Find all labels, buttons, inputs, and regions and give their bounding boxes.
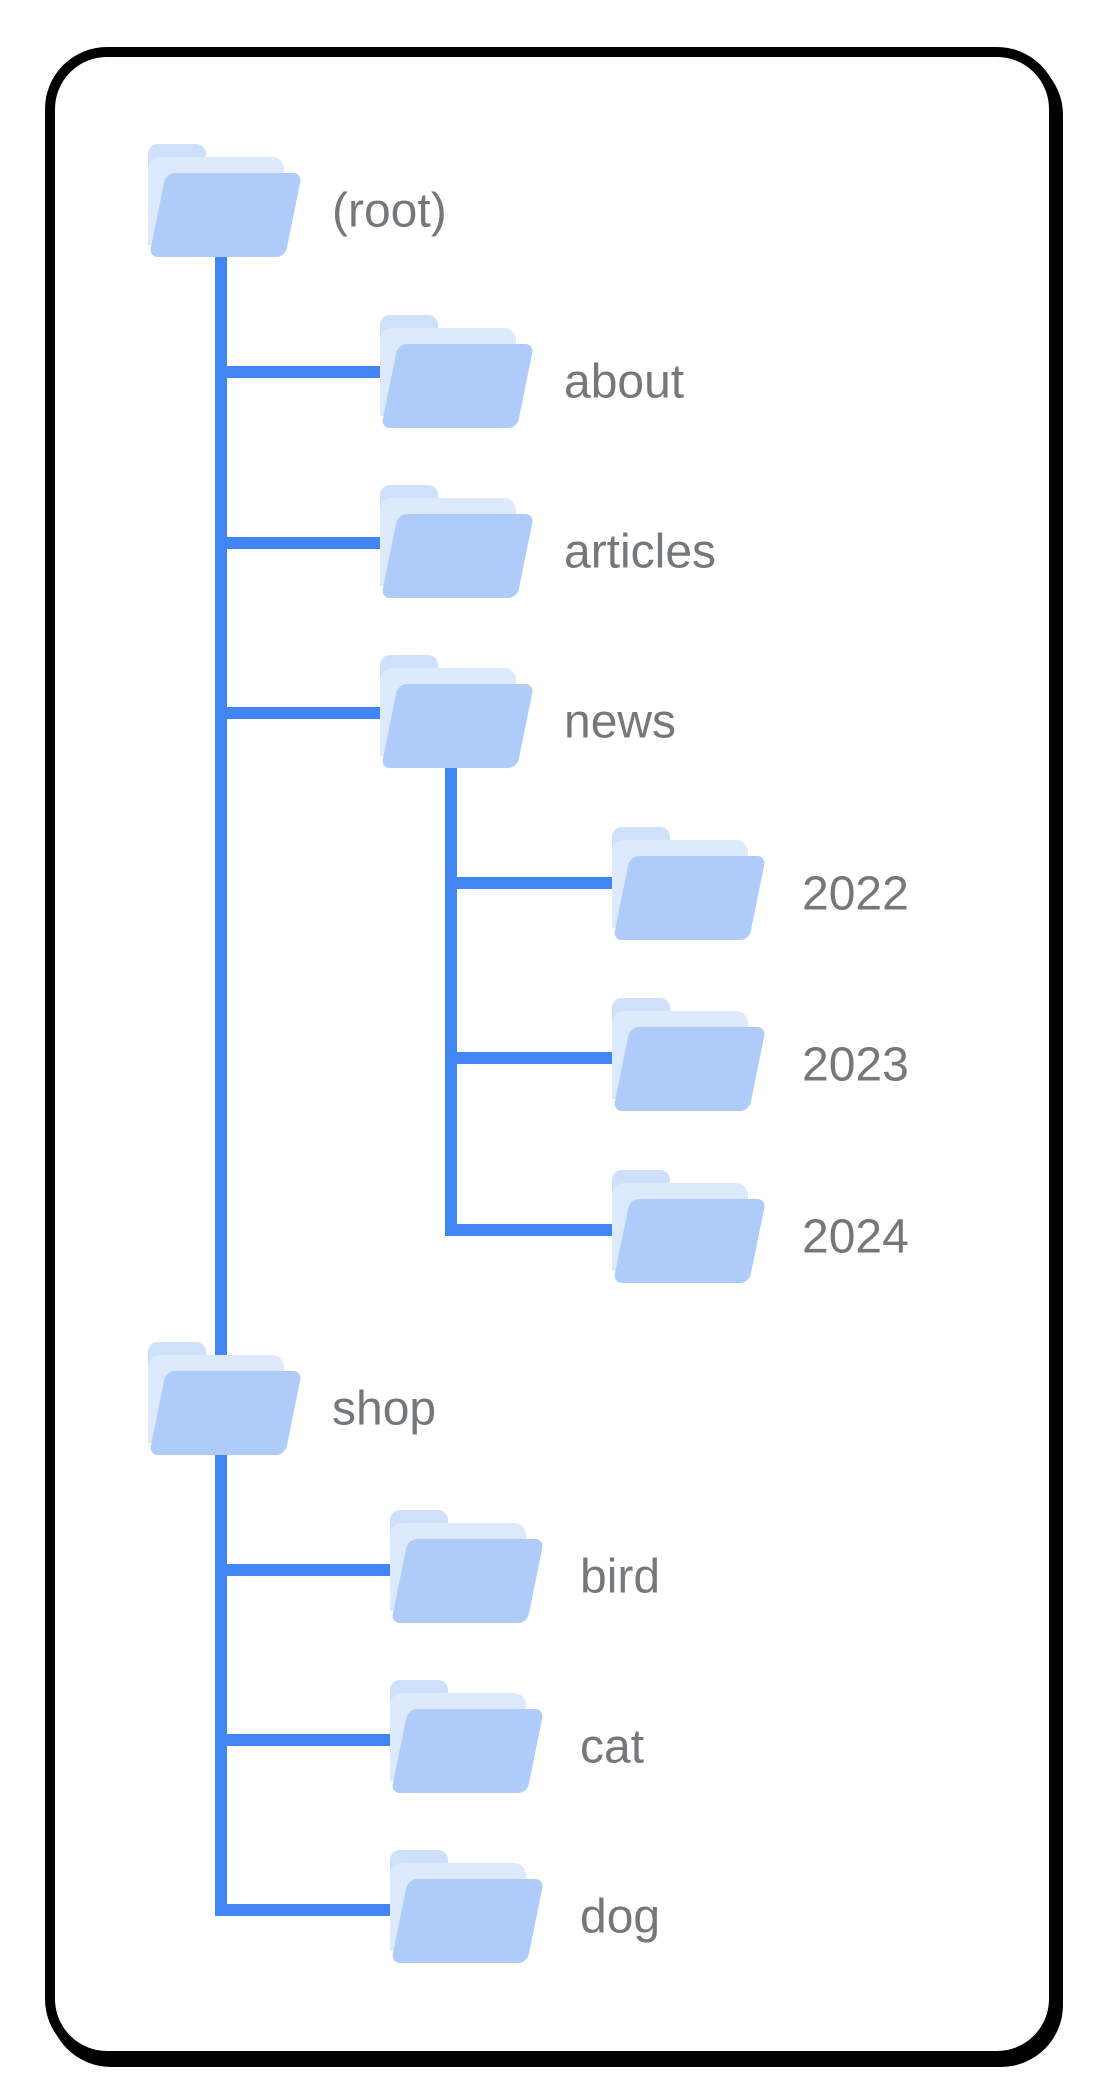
node-label-about: about <box>564 355 685 409</box>
folder-front <box>613 1199 767 1283</box>
folder-icon <box>612 998 767 1111</box>
connector-branch-news <box>215 707 391 719</box>
tree-node-2024: 2024 <box>612 1170 909 1283</box>
folder-icon <box>148 144 303 257</box>
tree-node-shop: shop <box>148 1342 436 1455</box>
folder-front <box>391 1539 545 1623</box>
folder-icon <box>148 1342 303 1455</box>
node-label-root: (root) <box>332 184 447 238</box>
connector-branch-2024 <box>445 1224 623 1236</box>
connector-branch-about <box>215 366 391 378</box>
folder-front <box>391 1709 545 1793</box>
node-label-bird: bird <box>580 1550 661 1604</box>
folder-icon <box>612 827 767 940</box>
folder-icon <box>390 1510 545 1623</box>
tree-node-cat: cat <box>390 1680 644 1793</box>
node-label-2023: 2023 <box>802 1038 909 1092</box>
connector-branch-2023 <box>445 1052 623 1064</box>
connector-root-trunk <box>215 250 227 1916</box>
folder-front <box>381 514 535 598</box>
node-label-2022: 2022 <box>802 867 909 921</box>
connector-branch-articles <box>215 537 391 549</box>
tree-node-2023: 2023 <box>612 998 909 1111</box>
folder-icon <box>612 1170 767 1283</box>
tree-node-dog: dog <box>390 1850 660 1963</box>
folder-front <box>391 1879 545 1963</box>
tree-node-news: news <box>380 655 676 768</box>
folder-front <box>613 856 767 940</box>
tree-node-root: (root) <box>148 144 447 257</box>
folder-front <box>149 173 303 257</box>
folder-icon <box>380 485 535 598</box>
folder-icon <box>380 315 535 428</box>
connector-branch-2022 <box>445 877 623 889</box>
tree-node-2022: 2022 <box>612 827 909 940</box>
folder-front <box>381 684 535 768</box>
connector-branch-dog <box>215 1904 401 1916</box>
folder-front <box>149 1371 303 1455</box>
node-label-shop: shop <box>332 1382 437 1436</box>
node-label-2024: 2024 <box>802 1210 909 1264</box>
folder-front <box>381 344 535 428</box>
folder-icon <box>390 1680 545 1793</box>
node-label-dog: dog <box>580 1890 661 1944</box>
connector-news-trunk <box>445 760 457 1236</box>
node-label-news: news <box>564 695 677 749</box>
connector-branch-cat <box>215 1734 401 1746</box>
diagram-card: (root) about articles news <box>45 47 1059 2061</box>
node-label-cat: cat <box>580 1720 645 1774</box>
folder-front <box>613 1027 767 1111</box>
folder-icon <box>380 655 535 768</box>
connector-branch-bird <box>215 1564 401 1576</box>
folder-icon <box>390 1850 545 1963</box>
tree-node-bird: bird <box>390 1510 660 1623</box>
node-label-articles: articles <box>564 525 717 579</box>
tree-node-articles: articles <box>380 485 716 598</box>
tree-node-about: about <box>380 315 684 428</box>
